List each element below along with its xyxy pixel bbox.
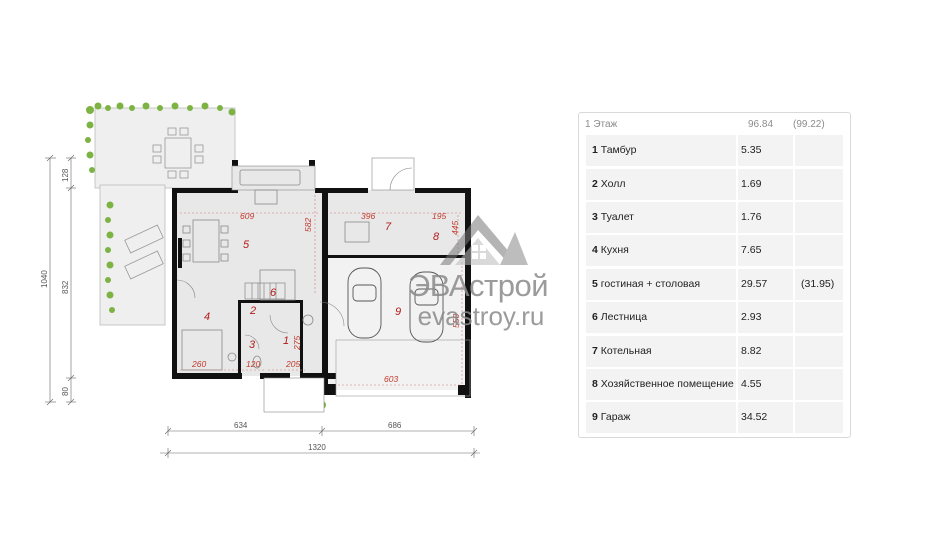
room-number: 6 — [592, 311, 598, 323]
dim-bottom-total: 1320 — [308, 443, 326, 452]
table-row: 4 Кухня 7.65 — [586, 235, 843, 266]
room-4-label: 4 — [204, 311, 210, 323]
room-area: 7.65 — [741, 244, 762, 256]
room-name: Холл — [600, 178, 626, 190]
room-number: 2 — [592, 178, 598, 190]
room-number: 5 — [592, 278, 598, 290]
dim-603: 603 — [384, 374, 398, 384]
dim-260: 260 — [191, 359, 206, 369]
room-number: 4 — [592, 244, 598, 256]
door-swings — [176, 167, 413, 350]
room-5-label: 5 — [243, 239, 250, 251]
room-area: 4.55 — [741, 378, 762, 390]
dim-120: 120 — [246, 359, 260, 369]
dim-205: 205 — [285, 359, 300, 369]
garage-fill — [325, 258, 470, 390]
dim-195: 195 — [432, 211, 446, 221]
area-table: 1 Этаж 96.84 (99.22) 1 Тамбур 5.35 2 Хол… — [578, 112, 851, 438]
dim-left-mid: 832 — [61, 280, 70, 294]
room-name: Хозяйственное помещение — [600, 378, 734, 390]
room-name: Котельная — [600, 345, 652, 357]
left-dim-lines — [45, 154, 76, 406]
room-name: Тамбур — [600, 144, 637, 156]
entrance-canopy — [371, 157, 415, 191]
room-6-label: 6 — [270, 287, 277, 299]
table-row: 5 гостиная + столовая 29.57 (31.95) — [586, 269, 843, 300]
cars — [347, 267, 444, 343]
table-header: 1 Этаж 96.84 (99.22) — [583, 119, 845, 133]
dim-550: 550 — [451, 314, 461, 328]
room-area: 29.57 — [741, 278, 768, 290]
room-2-label: 2 — [249, 305, 256, 317]
table-row: 6 Лестница 2.93 — [586, 302, 843, 333]
table-row: 2 Холл 1.69 — [586, 169, 843, 200]
house-logo-icon — [440, 215, 528, 265]
floor-label: 1 Этаж — [585, 119, 618, 130]
furniture — [181, 169, 370, 371]
room-area: 1.76 — [741, 211, 762, 223]
room-number: 1 — [592, 144, 598, 156]
dim-445: 445 — [450, 221, 460, 235]
room-8-label: 8 — [433, 231, 440, 243]
dim-582: 582 — [303, 218, 313, 232]
room-area: 8.82 — [741, 345, 762, 357]
table-row: 8 Хозяйственное помещение 4.55 — [586, 369, 843, 400]
terrace-table — [152, 127, 204, 179]
room-number: 9 — [592, 411, 598, 423]
garage-door-zone — [335, 339, 471, 397]
room-3-label: 3 — [249, 339, 256, 351]
room-name: гостиная + столовая — [600, 278, 701, 290]
plants-terrace — [85, 102, 326, 409]
room-area: 1.69 — [741, 178, 762, 190]
table-row: 7 Котельная 8.82 — [586, 336, 843, 367]
table-row: 3 Туалет 1.76 — [586, 202, 843, 233]
floor-total-alt: (99.22) — [793, 119, 825, 130]
dim-left-top: 128 — [61, 168, 70, 182]
dim-bottom-left: 634 — [234, 421, 248, 430]
room-number: 7 — [592, 345, 598, 357]
room-area: 2.93 — [741, 311, 762, 323]
room-1-label: 1 — [283, 335, 289, 347]
dim-609: 609 — [240, 211, 254, 221]
dim-left-bottom: 80 — [61, 387, 70, 396]
dim-bottom-right: 686 — [388, 421, 402, 430]
room-area: 34.52 — [741, 411, 768, 423]
room-9-label: 9 — [395, 306, 401, 318]
dim-275: 275 — [292, 336, 302, 351]
floor-total: 96.84 — [748, 119, 774, 130]
room-name: Кухня — [600, 244, 629, 256]
red-dim-lines — [180, 195, 463, 386]
floor-plan: 609 396 195 582 260 120 205 275 603 550 … — [40, 102, 528, 458]
bottom-dim-lines — [160, 426, 480, 458]
room-7-label: 7 — [385, 221, 392, 233]
room-area: 5.35 — [741, 144, 762, 156]
room-name: Туалет — [600, 211, 634, 223]
table-row: 1 Тамбур 5.35 — [586, 135, 843, 166]
dim-396: 396 — [361, 211, 375, 221]
room-name: Гараж — [600, 411, 631, 423]
room-number: 8 — [592, 378, 598, 390]
sun-loungers — [124, 224, 164, 280]
room-number: 3 — [592, 211, 598, 223]
dim-left-total: 1040 — [40, 270, 49, 288]
room-area-alt: (31.95) — [801, 278, 835, 290]
table-row: 9 Гараж 34.52 — [586, 402, 843, 433]
stairs — [244, 282, 286, 300]
porch — [263, 377, 325, 413]
room-name: Лестница — [600, 311, 648, 323]
